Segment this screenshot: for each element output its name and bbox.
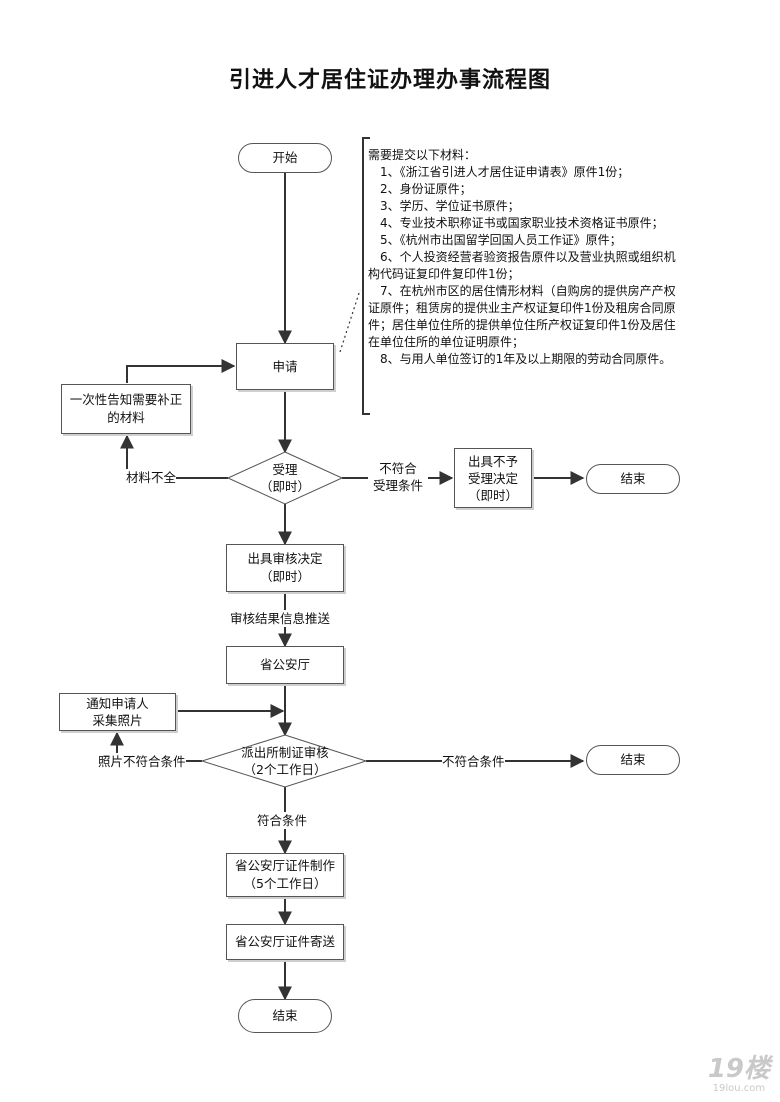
site-watermark: 19楼 19lou.com bbox=[708, 1055, 770, 1094]
start-node: 开始 bbox=[238, 143, 332, 173]
provincial-office-label: 省公安厅 bbox=[259, 657, 310, 672]
watermark-site: 19lou.com bbox=[712, 1083, 766, 1094]
materials-heading: 需要提交以下材料： bbox=[368, 148, 477, 162]
review-line1: 出具审核决定 bbox=[247, 551, 323, 566]
materials-item: 1、《浙江省引进人才居住证申请表》原件1份； bbox=[380, 165, 630, 179]
notify-photo-line2: 采集照片 bbox=[92, 713, 143, 728]
not-meet-accept-line1: 不符合 bbox=[368, 460, 428, 477]
edge-notify-apply bbox=[126, 359, 236, 383]
notify-photo-line1: 通知申请人 bbox=[86, 696, 149, 711]
end-top-node: 结束 bbox=[586, 464, 680, 494]
meet-label: 符合条件 bbox=[257, 812, 308, 829]
notify-supplement-line2: 的材料 bbox=[107, 410, 145, 425]
police-review-node: 派出所制证审核 （2个工作日） bbox=[210, 743, 360, 779]
materials-item: 8、与用人单位签订的1年及以上期限的劳动合同原件。 bbox=[380, 352, 672, 366]
page-title: 引进人才居住证办理办事流程图 bbox=[228, 68, 551, 93]
end-bottom-label: 结束 bbox=[272, 1008, 298, 1023]
police-review-line1: 派出所制证审核 bbox=[241, 745, 329, 760]
accept-line1: 受理 bbox=[272, 462, 298, 477]
materials-item: 5、《杭州市出国留学回国人员工作证》原件； bbox=[380, 233, 622, 247]
not-meet-accept-label: 不符合 受理条件 bbox=[368, 460, 428, 494]
incomplete-label: 材料不全 bbox=[126, 469, 177, 486]
reject-line2: 受理决定 bbox=[467, 470, 518, 486]
notify-photo-node: 通知申请人 采集照片 bbox=[59, 693, 176, 731]
apply-node: 申请 bbox=[236, 343, 334, 390]
production-line2: （5个工作日） bbox=[243, 876, 327, 891]
notify-supplement-node: 一次性告知需要补正 的材料 bbox=[61, 384, 191, 434]
materials-item: 2、身份证原件； bbox=[380, 182, 472, 196]
reject-line1: 出具不予 bbox=[467, 453, 518, 469]
accept-diamond bbox=[226, 451, 344, 505]
accept-node: 受理 （即时） bbox=[228, 460, 342, 496]
police-review-line2: （2个工作日） bbox=[243, 762, 327, 777]
notify-supplement-line1: 一次性告知需要补正 bbox=[69, 392, 183, 407]
materials-item: 6、个人投资经营者验资报告原件以及营业执照或组织机构代码证复印件复印件1份； bbox=[368, 250, 676, 281]
end-mid-node: 结束 bbox=[586, 745, 680, 775]
production-line1: 省公安厅证件制作 bbox=[234, 858, 335, 873]
not-meet-label: 不符合条件 bbox=[442, 753, 505, 770]
end-top-label: 结束 bbox=[620, 471, 646, 486]
apply-label: 申请 bbox=[272, 358, 298, 374]
reject-line3: （即时） bbox=[467, 487, 518, 503]
police-review-diamond bbox=[200, 734, 368, 788]
review-line2: （即时） bbox=[259, 569, 310, 584]
materials-item: 4、专业技术职称证书或国家职业技术资格证书原件； bbox=[380, 216, 664, 230]
card-production-node: 省公安厅证件制作 （5个工作日） bbox=[226, 853, 344, 897]
start-label: 开始 bbox=[272, 150, 298, 165]
reject-decision-node: 出具不予 受理决定 （即时） bbox=[454, 448, 532, 508]
photo-not-meet-label: 照片不符合条件 bbox=[98, 753, 186, 770]
provincial-office-node: 省公安厅 bbox=[226, 646, 344, 684]
card-mailing-node: 省公安厅证件寄送 bbox=[226, 924, 344, 960]
mailing-label: 省公安厅证件寄送 bbox=[234, 934, 335, 949]
materials-bracket bbox=[362, 137, 370, 415]
review-decision-node: 出具审核决定 （即时） bbox=[226, 544, 344, 592]
materials-leader bbox=[339, 289, 361, 353]
materials-item: 3、学历、学位证书原件； bbox=[380, 199, 520, 213]
materials-item: 7、在杭州市区的居住情形材料（自购房的提供房产产权证原件；租赁房的提供业主产权证… bbox=[368, 284, 676, 349]
push-result-label: 审核结果信息推送 bbox=[230, 610, 331, 627]
end-bottom-node: 结束 bbox=[238, 999, 332, 1033]
accept-line2: （即时） bbox=[259, 479, 310, 494]
watermark-logo: 19楼 bbox=[707, 1054, 770, 1084]
end-mid-label: 结束 bbox=[620, 752, 646, 767]
materials-list: 需要提交以下材料： 1、《浙江省引进人才居住证申请表》原件1份； 2、身份证原件… bbox=[368, 147, 680, 368]
not-meet-accept-line2: 受理条件 bbox=[368, 477, 428, 494]
